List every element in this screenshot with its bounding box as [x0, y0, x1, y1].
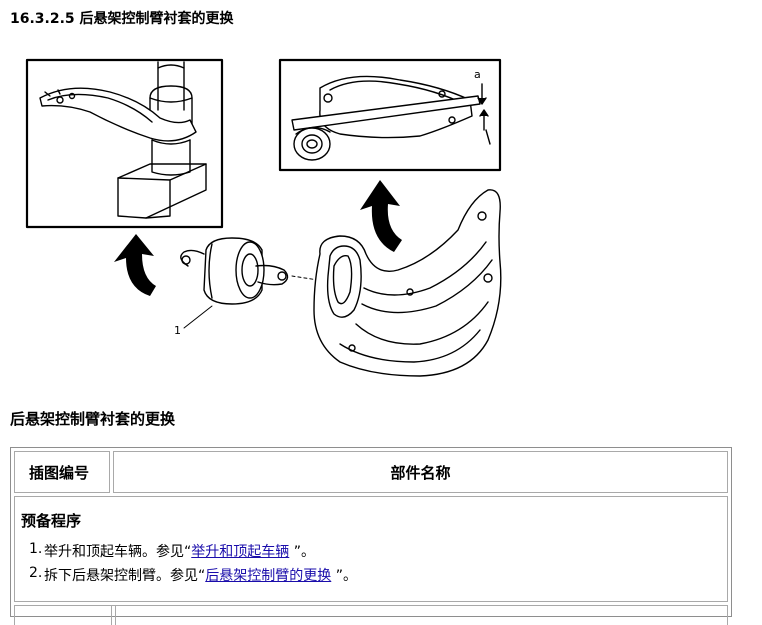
- callout-label-1: 1: [174, 324, 181, 337]
- measurement-detail-inset: [278, 58, 502, 172]
- table-body-cell: 预备程序 1. 举升和顶起车辆。参见“举升和顶起车辆 ”。 2. 拆下后悬架控制…: [14, 496, 728, 602]
- step-number: 2.: [29, 565, 43, 581]
- link-control-arm-replacement[interactable]: 后悬架控制臂的更换: [205, 568, 332, 584]
- step-number: 1.: [29, 541, 43, 557]
- press-detail-inset: [25, 58, 224, 229]
- dimension-label-a: a: [474, 68, 481, 81]
- step-text-end: ”。: [289, 544, 315, 560]
- header-illustration-number: 插图编号: [14, 451, 110, 493]
- table-heading: 后悬架控制臂衬套的更换: [10, 410, 176, 428]
- prep-procedure-title: 预备程序: [21, 512, 82, 530]
- procedure-table: 插图编号 部件名称 预备程序 1. 举升和顶起车辆。参见“举升和顶起车辆 ”。 …: [10, 447, 732, 625]
- next-table-row: [14, 605, 728, 625]
- table-header-row: 插图编号 部件名称: [14, 451, 728, 493]
- curved-arrow-left: [114, 234, 156, 296]
- bushing-replacement-illustration: a 1: [25, 58, 502, 377]
- step-text: 拆下后悬架控制臂。参见“: [44, 568, 206, 584]
- step-text-end: ”。: [331, 568, 357, 584]
- section-heading: 16.3.2.5 后悬架控制臂衬套的更换: [10, 11, 234, 27]
- header-component-name: 部件名称: [113, 451, 728, 493]
- link-lift-and-raise-vehicle[interactable]: 举升和顶起车辆: [191, 544, 290, 560]
- step-text: 举升和顶起车辆。参见“: [44, 544, 192, 560]
- curved-arrow-right: [360, 180, 402, 252]
